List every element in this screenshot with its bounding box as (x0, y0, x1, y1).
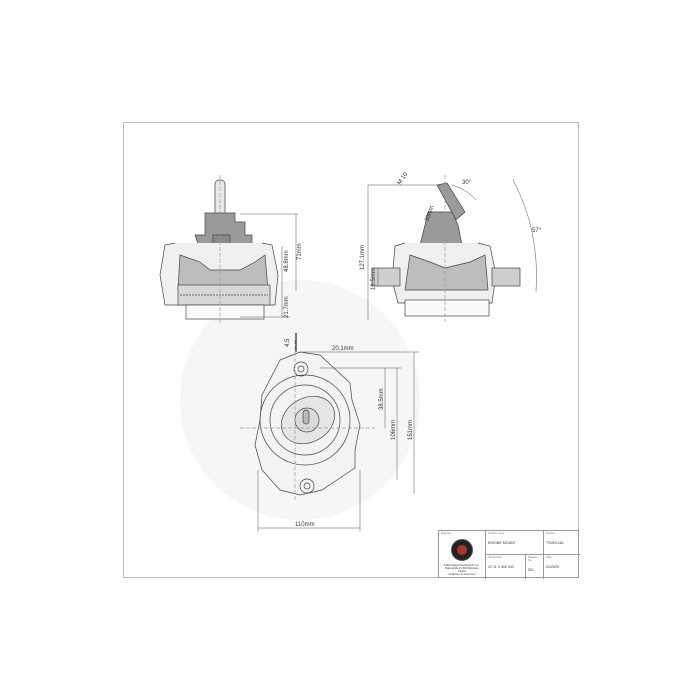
engineer-caption: Engineer (441, 532, 452, 535)
dim-4-5: 4.5 (285, 338, 291, 347)
dim-110mm: 110mm (295, 522, 315, 528)
dim-m10: M 10 (397, 171, 410, 186)
engineer-cell: Engineer ESEN Wagner Mechanische S.A. Pa… (439, 531, 485, 579)
symbol-value: TS0KV146 (546, 541, 564, 545)
dim-151mm: 151mm (408, 420, 414, 440)
top-dimensions (257, 333, 419, 532)
dim-21-7mm: 21.7mm (284, 296, 290, 318)
symbol-cell: Symbol TS0KV146 (543, 531, 580, 555)
product-name-cell: Product name ENGINE MOUNT (485, 531, 543, 555)
diagram-no: 001 (528, 568, 534, 572)
dim-30-deg: 30° (462, 180, 472, 186)
dim-106mm: 106mm (391, 420, 397, 440)
title-block: Engineer ESEN Wagner Mechanische S.A. Pa… (438, 530, 580, 579)
date-cell: Date 01/2025 (543, 555, 580, 579)
oe-number: 22 11 3 400 342 (488, 565, 514, 569)
side-section-view (371, 175, 521, 322)
company-info: ESEN Wagner Mechanische S.A. Papierstraß… (444, 564, 480, 576)
product-name: ENGINE MOUNT (488, 541, 516, 545)
side-dimensions (367, 179, 537, 320)
drawing-sheet-border (123, 122, 579, 578)
dim-127-1mm: 127.1mm (360, 245, 366, 270)
front-section-view (159, 175, 279, 325)
dim-38-5mm: 38.5mm (379, 388, 385, 410)
dim-19-5mm: 19.5mm (371, 268, 377, 290)
date-value: 01/2025 (546, 565, 559, 569)
dim-57-deg: 57° (532, 228, 542, 234)
oe-number-cell: OE Number 22 11 3 400 342 (485, 555, 525, 579)
dim-30mm: 30mm (424, 205, 435, 223)
diagram-no-cell: Diagram No. 001 (525, 555, 543, 579)
front-dimensions (240, 213, 298, 318)
dim-71mm: 71mm (297, 243, 303, 260)
top-view (240, 340, 375, 500)
dim-20-1mm: 20.1mm (332, 346, 354, 352)
dim-48-8mm: 48.8mm (284, 250, 290, 272)
company-logo-icon (451, 539, 473, 561)
